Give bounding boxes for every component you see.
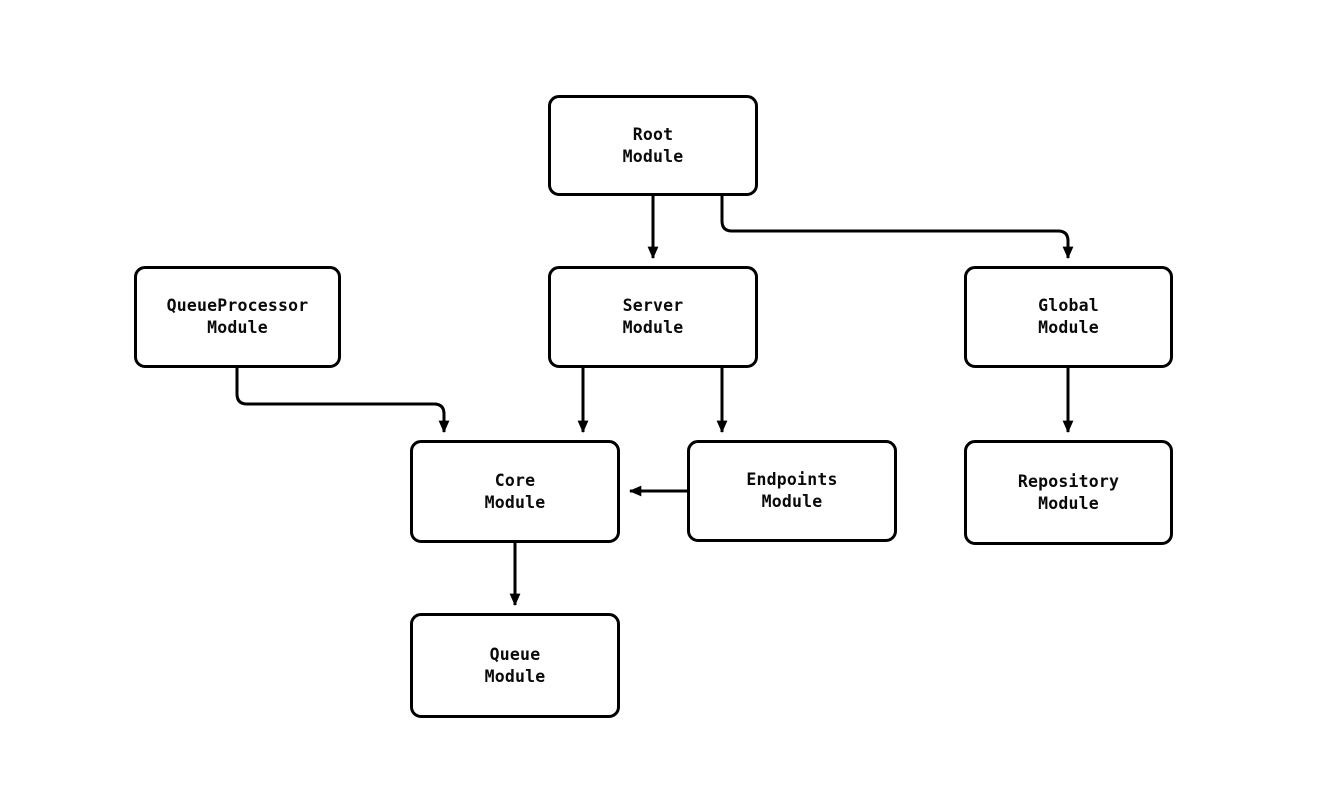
node-global-label: Global Module (1038, 296, 1099, 337)
node-queue[interactable]: Queue Module (410, 613, 620, 718)
node-root[interactable]: Root Module (548, 95, 758, 196)
node-server[interactable]: Server Module (548, 266, 758, 368)
node-core[interactable]: Core Module (410, 440, 620, 543)
node-server-label: Server Module (622, 296, 684, 337)
node-repository-label: Repository Module (1017, 471, 1120, 513)
edge-root-to-global (720, 196, 1074, 259)
node-endpoints[interactable]: Endpoints Module (687, 440, 897, 542)
node-endpoints-label: Endpoints Module (746, 470, 838, 511)
node-queueprocessor-label: QueueProcessor Module (166, 296, 309, 337)
node-queue-label: Queue Module (484, 644, 546, 686)
node-queueprocessor[interactable]: QueueProcessor Module (134, 266, 341, 368)
node-global[interactable]: Global Module (964, 266, 1173, 368)
node-root-label: Root Module (622, 124, 684, 166)
node-core-label: Core Module (484, 470, 546, 512)
edge-queueprocessor-to-core (235, 368, 450, 433)
node-repository[interactable]: Repository Module (964, 440, 1173, 545)
